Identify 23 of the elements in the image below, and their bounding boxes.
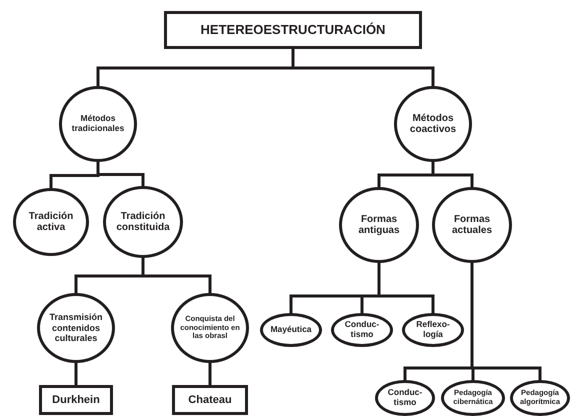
- connector-line: [74, 362, 78, 386]
- node-label: Chateau: [187, 394, 233, 406]
- connector-line: [378, 262, 434, 314]
- node-label: Métodos coactivos: [408, 112, 458, 136]
- node-label: Métodos tradicionales: [70, 114, 126, 134]
- connector-line: [208, 362, 212, 386]
- label-box: [164, 11, 422, 49]
- node-label: Conduc- tismo: [344, 320, 380, 340]
- node-label: Mayéutica: [269, 325, 313, 335]
- label-box: [39, 385, 113, 415]
- node-label: Formas actuales: [450, 214, 494, 236]
- connector-line: [142, 257, 212, 294]
- node-label: Durkhein: [51, 394, 101, 406]
- node-label: Tradición activa: [28, 210, 74, 234]
- node-label: Reflexo- logía: [415, 320, 451, 340]
- connector-line: [432, 161, 474, 188]
- node-label: Tradición constituida: [115, 210, 171, 234]
- connector-line: [96, 161, 144, 187]
- node-label: Conduc- tismo: [386, 388, 424, 408]
- node-label: Transmisión contenidos culturales: [48, 312, 104, 344]
- node-label: Formas antiguas: [357, 214, 401, 236]
- node-label: HETEREOESTRUCTURACIÓN: [200, 22, 386, 38]
- label-box: [172, 385, 248, 415]
